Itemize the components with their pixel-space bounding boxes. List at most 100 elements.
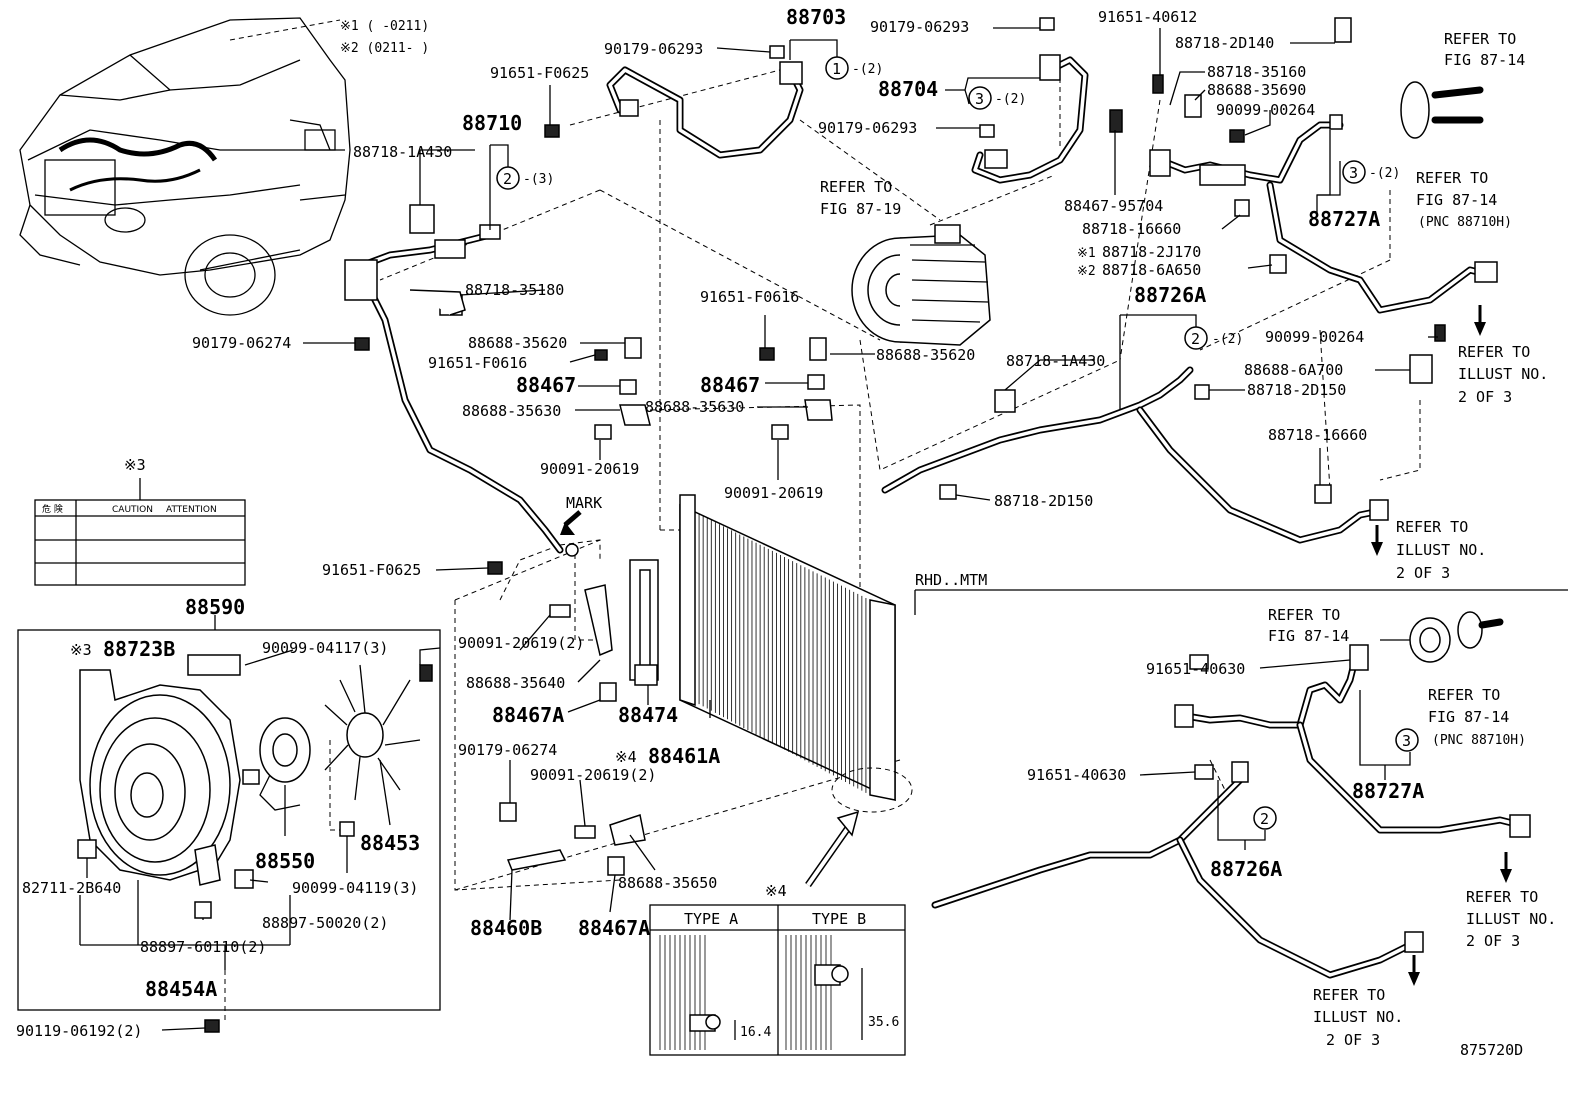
- refer-illust-c-line3: 2 OF 3: [1466, 932, 1520, 950]
- qty-circle-2-a: -(3): [523, 172, 554, 187]
- callout-88550: 88550: [255, 849, 315, 873]
- label-type-a: TYPE A: [684, 910, 738, 928]
- label-type-b: TYPE B: [812, 910, 866, 928]
- callout-labels: 88703 90179-06293 91651-F0625 88710 8871…: [16, 5, 1556, 1059]
- callout-88688-35640: 88688-35640: [466, 674, 565, 692]
- callout-88718-1a430-l: 88718-1A430: [353, 143, 452, 161]
- callout-90099-04119: 90099-04119(3): [292, 879, 418, 897]
- circle-2-b: 2: [1191, 330, 1200, 348]
- callout-90099-00264-t: 90099-00264: [1216, 101, 1315, 119]
- pipe-88727a-upper: [1149, 81, 1498, 314]
- note-pnc-88710h-bottom: (PNC 88710H): [1432, 733, 1526, 748]
- refer-illust-c-line1: REFER TO: [1466, 888, 1538, 906]
- callout-88467-r: 88467: [700, 373, 760, 397]
- refer-illust-b-line1: REFER TO: [1396, 518, 1468, 536]
- refer-fig-87-14-a-line1: REFER TO: [1444, 30, 1516, 48]
- callout-88467a-l: 88467A: [492, 703, 564, 727]
- callout-88704: 88704: [878, 77, 938, 101]
- circle-3-c: 3: [1402, 732, 1411, 750]
- refer-fig-87-19-line1: REFER TO: [820, 178, 892, 196]
- dim-16-4: 16.4: [740, 1025, 771, 1040]
- callout-91651-40630-b: 91651-40630: [1027, 766, 1126, 784]
- callout-88688-35630-r: 88688-35630: [645, 398, 744, 416]
- refer-fig-87-14-d-line1: REFER TO: [1428, 686, 1500, 704]
- hose-88704: [971, 54, 1089, 184]
- leader-lines: [86, 27, 1438, 1031]
- callout-88726a-top: 88726A: [1134, 283, 1206, 307]
- circle-3-b: 3: [1349, 164, 1358, 182]
- callout-88474: 88474: [618, 703, 678, 727]
- down-arrows: [560, 305, 1512, 986]
- callout-88718-2j170: 88718-2J170: [1102, 243, 1201, 261]
- note-pnc-88710h-top: (PNC 88710H): [1418, 215, 1512, 230]
- callout-88718-2d150-a: 88718-2D150: [1247, 381, 1346, 399]
- refer-fig-87-19-line2: FIG 87-19: [820, 200, 901, 218]
- refer-fig-87-14-c-line2: FIG 87-14: [1268, 627, 1349, 645]
- refer-illust-d-line1: REFER TO: [1313, 986, 1385, 1004]
- fan-blade: [324, 664, 421, 801]
- note-star1: ※1 ( -0211): [340, 19, 429, 34]
- fan-assembly-box: [17, 615, 441, 1033]
- vehicle-sketch: [19, 17, 351, 316]
- callout-90091-20619-l: 90091-20619: [540, 460, 639, 478]
- callout-90099-04117: 90099-04117(3): [262, 639, 388, 657]
- circled-numbers: 1 -(2) 3 -(2) 2 -(3) 3 -(2) 2 -(2) 3 2: [496, 56, 1419, 830]
- callout-88718-2d140: 88718-2D140: [1175, 34, 1274, 52]
- callout-88467a-b: 88467A: [578, 916, 650, 940]
- callout-88723b: 88723B: [103, 637, 175, 661]
- note-star2: ※2 (0211- ): [340, 41, 429, 56]
- note-star4-a: ※4: [615, 748, 637, 766]
- callout-88897-50020: 88897-50020(2): [262, 914, 388, 932]
- rhd-mtm-section: [914, 589, 1568, 979]
- caution-label: 危 険 CAUTION ATTENTION: [34, 478, 246, 586]
- callout-91651-f0625-mid: 91651-F0625: [322, 561, 421, 579]
- refer-illust-d-line2: ILLUST NO.: [1313, 1008, 1403, 1026]
- refer-illust-d-line3: 2 OF 3: [1326, 1031, 1380, 1049]
- callout-88703: 88703: [786, 5, 846, 29]
- note-star4-b: ※4: [765, 882, 787, 900]
- condenser-88461a: [629, 494, 913, 813]
- callout-90091-20619-2-a: 90091-20619(2): [458, 634, 584, 652]
- refer-fig-87-14-a-line2: FIG 87-14: [1444, 51, 1525, 69]
- callout-88467-l: 88467: [516, 373, 576, 397]
- qty-circle-3-b: -(2): [1369, 166, 1400, 181]
- note-star2-88718: ※2: [1077, 264, 1096, 279]
- callout-90179-06293-c: 90179-06293: [818, 119, 917, 137]
- refer-illust-b-line3: 2 OF 3: [1396, 564, 1450, 582]
- compressor: [851, 224, 991, 346]
- caution-label-attention: ATTENTION: [166, 505, 217, 515]
- caution-label-caution: CAUTION: [112, 505, 153, 515]
- callout-88718-6a650: 88718-6A650: [1102, 261, 1201, 279]
- note-star3-box: ※3: [70, 641, 92, 659]
- circle-3-a: 3: [975, 90, 984, 108]
- callout-88461a: 88461A: [648, 744, 720, 768]
- note-star1-88718: ※1: [1077, 246, 1096, 261]
- label-rhd-mtm: RHD..MTM: [915, 571, 987, 589]
- qty-circle-3-a: -(2): [995, 92, 1026, 107]
- callout-88710: 88710: [462, 111, 522, 135]
- callout-90179-06293-b: 90179-06293: [870, 18, 969, 36]
- callout-88688-35620-l: 88688-35620: [468, 334, 567, 352]
- refer-illust-b-line2: ILLUST NO.: [1396, 541, 1486, 559]
- callout-88590: 88590: [185, 595, 245, 619]
- callout-88897-60110: 88897-60110(2): [140, 938, 266, 956]
- refer-fig-87-14-b-line2: FIG 87-14: [1416, 191, 1497, 209]
- callout-88453: 88453: [360, 831, 420, 855]
- type-detail-box: [649, 904, 906, 1056]
- callout-88688-6a700: 88688-6A700: [1244, 361, 1343, 379]
- qty-circle-2-b: -(2): [1212, 332, 1243, 347]
- callout-88460b: 88460B: [470, 916, 542, 940]
- callout-90179-06293-a: 90179-06293: [604, 40, 703, 58]
- callout-88726a-bottom: 88726A: [1210, 857, 1282, 881]
- callout-star3-top: ※3: [124, 456, 146, 474]
- refer-illust-a-line2: ILLUST NO.: [1458, 365, 1548, 383]
- callout-91651-f0625-top: 91651-F0625: [490, 64, 589, 82]
- callout-91651-f0616-l: 91651-F0616: [428, 354, 527, 372]
- circle-2-a: 2: [503, 170, 512, 188]
- callout-88718-1a430-r: 88718-1A430: [1006, 352, 1105, 370]
- callout-90099-00264-m: 90099-00264: [1265, 328, 1364, 346]
- circle-2-c: 2: [1260, 810, 1269, 828]
- callout-88718-35180: 88718-35180: [465, 281, 564, 299]
- refer-fig-87-14-b-line1: REFER TO: [1416, 169, 1488, 187]
